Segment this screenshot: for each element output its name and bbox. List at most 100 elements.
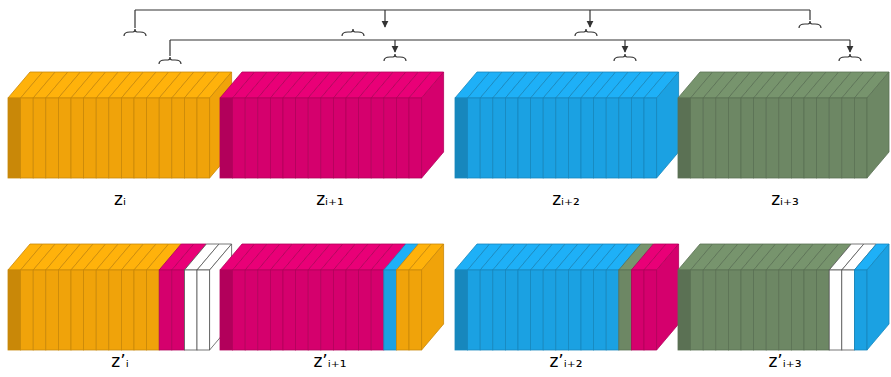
slice-front	[258, 98, 271, 178]
slice-front	[493, 98, 506, 178]
slice-front	[308, 270, 321, 350]
bracket-line	[849, 40, 850, 52]
slice-front	[619, 98, 632, 178]
slice-front	[84, 270, 97, 350]
slice-front	[147, 98, 160, 178]
slice-front	[455, 98, 468, 178]
slice-front	[779, 98, 792, 178]
slice-front	[854, 98, 867, 178]
slice-front	[71, 270, 84, 350]
slice-front	[804, 98, 817, 178]
tensor-block	[678, 244, 889, 350]
slice-front	[333, 98, 346, 178]
slice-side	[422, 244, 444, 350]
bracket-line	[384, 10, 385, 27]
slice-front	[346, 98, 359, 178]
slice-front	[691, 98, 704, 178]
slice-front	[296, 98, 309, 178]
slice-front	[220, 98, 233, 178]
slice-front	[556, 270, 569, 350]
slice-front	[505, 98, 518, 178]
slice-front	[270, 98, 283, 178]
slice-front	[283, 270, 296, 350]
slice-front	[678, 270, 691, 350]
tensor-label: zᵢ	[114, 190, 126, 209]
bracket-line	[394, 40, 395, 52]
slice-front	[817, 270, 830, 350]
slice-front	[333, 270, 346, 350]
slice-front	[631, 270, 644, 350]
bracket-line	[589, 10, 590, 27]
slice-front	[71, 98, 84, 178]
slice-front	[741, 98, 754, 178]
slice-front	[58, 270, 71, 350]
slice-front	[159, 98, 172, 178]
slice-front	[197, 98, 210, 178]
slice-front	[371, 270, 384, 350]
slice-front	[568, 270, 581, 350]
tensor-block	[8, 244, 232, 350]
slice-front	[184, 270, 197, 350]
slice-front	[409, 270, 422, 350]
slice-front	[531, 98, 544, 178]
curly-brace	[342, 29, 364, 36]
slice-front	[829, 98, 842, 178]
slice-front	[258, 270, 271, 350]
bracket-line	[170, 39, 850, 40]
slice-front	[346, 270, 359, 350]
slice-front	[121, 98, 134, 178]
slice-front	[33, 270, 46, 350]
slice-front	[791, 98, 804, 178]
slice-front	[754, 98, 767, 178]
slice-front	[58, 98, 71, 178]
slice-front	[233, 270, 246, 350]
slice-front	[493, 270, 506, 350]
slice-front	[134, 98, 147, 178]
tensor-label: zᵢ₊₂	[552, 190, 580, 209]
slice-front	[766, 270, 779, 350]
slice-front	[842, 270, 855, 350]
tensor-block	[455, 244, 679, 350]
slice-front	[172, 270, 185, 350]
slice-front	[854, 270, 867, 350]
bracket-line	[169, 40, 170, 56]
slice-front	[543, 270, 556, 350]
slice-front	[147, 270, 160, 350]
bracket-line	[134, 10, 135, 28]
tensor-block	[220, 72, 444, 178]
slice-side	[657, 244, 679, 350]
slice-front	[321, 270, 334, 350]
slice-front	[46, 98, 59, 178]
slice-front	[96, 270, 109, 350]
slice-front	[568, 98, 581, 178]
slice-front	[716, 270, 729, 350]
tensor-label: z’ᵢ₊₁	[313, 352, 346, 371]
slice-front	[556, 98, 569, 178]
slice-front	[121, 270, 134, 350]
slice-side	[867, 72, 889, 178]
slice-front	[455, 270, 468, 350]
slice-front	[728, 98, 741, 178]
slice-front	[842, 98, 855, 178]
bracket-line	[135, 9, 810, 10]
slice-front	[703, 98, 716, 178]
bracket-line	[809, 10, 810, 20]
slice-front	[21, 98, 34, 178]
bracket-line	[624, 40, 625, 52]
slice-front	[468, 98, 481, 178]
tensor-label: z’ᵢ₊₂	[549, 352, 582, 371]
slice-front	[741, 270, 754, 350]
slice-front	[817, 98, 830, 178]
slice-front	[644, 98, 657, 178]
slice-front	[46, 270, 59, 350]
slice-front	[678, 98, 691, 178]
slice-front	[480, 270, 493, 350]
slice-front	[691, 270, 704, 350]
slice-front	[606, 98, 619, 178]
tensor-block	[455, 72, 679, 178]
slice-front	[518, 98, 531, 178]
slice-front	[308, 98, 321, 178]
tensor-label: zᵢ₊₃	[771, 190, 799, 209]
tensor-label: z’ᵢ₊₃	[768, 352, 801, 371]
slice-front	[384, 270, 397, 350]
